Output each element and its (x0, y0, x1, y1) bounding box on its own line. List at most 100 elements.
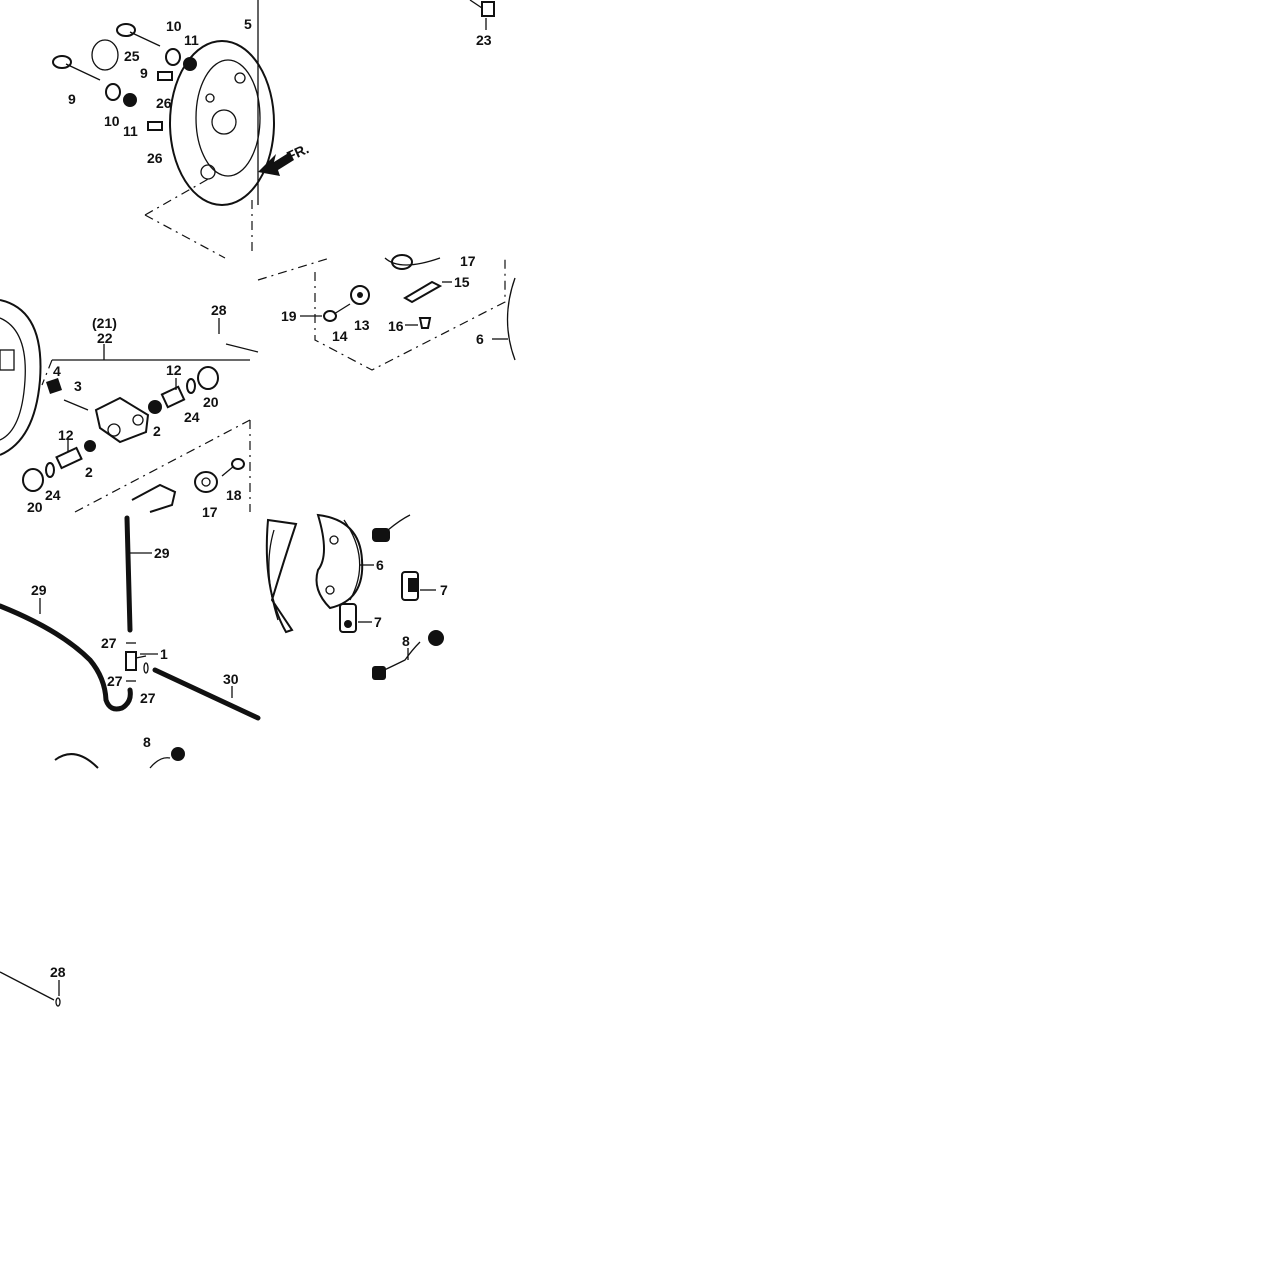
ring-24-right (186, 378, 196, 394)
pin-28-bottom-group (0, 971, 61, 1007)
spring-12-left (55, 446, 83, 470)
callout-21: (21) (92, 315, 117, 331)
bolt-23 (481, 1, 495, 17)
callout-19: 19 (281, 308, 297, 324)
callout-8a: 8 (402, 633, 410, 649)
callout-9b: 9 (140, 65, 148, 81)
callout-2a: 2 (153, 423, 161, 439)
spring-8-lower (149, 747, 185, 769)
bleeder-3 (63, 399, 89, 411)
callout-10b: 10 (104, 113, 120, 129)
retainer-7-left (339, 603, 357, 633)
callout-5: 5 (244, 16, 252, 32)
callout-13: 13 (354, 317, 370, 333)
adjuster-wheel-13 (350, 285, 370, 305)
shoe-partial (54, 753, 99, 769)
callout-22: 22 (97, 330, 113, 346)
callout-7a: 7 (440, 582, 448, 598)
brake-shoe-right (315, 513, 364, 610)
dust-cap-4 (46, 378, 62, 394)
callout-18: 18 (226, 487, 242, 503)
callout-26b: 26 (147, 150, 163, 166)
bolt-18 (221, 458, 245, 477)
callout-6a: 6 (476, 331, 484, 347)
spring-8-coil (372, 630, 444, 680)
callout-27b: 27 (107, 673, 123, 689)
callout-11a: 11 (184, 32, 199, 48)
callout-24b: 24 (45, 487, 61, 503)
callout-6b: 6 (376, 557, 384, 573)
callout-20a: 20 (203, 394, 219, 410)
spring-8-upper (372, 514, 411, 542)
callout-23: 23 (476, 32, 492, 48)
ring-24-left (45, 462, 55, 478)
callout-10a: 10 (166, 18, 182, 34)
cap-11-bottom (123, 93, 137, 107)
callout-7b: 7 (374, 614, 382, 630)
callout-8b: 8 (143, 734, 151, 750)
bleeder-26-top (157, 71, 173, 81)
front-direction-arrow (258, 152, 294, 176)
brake-pipe-30 (152, 667, 261, 721)
callout-26a: 26 (156, 95, 172, 111)
callout-27a: 27 (101, 635, 117, 651)
o-ring-25 (91, 39, 119, 71)
retainer-7-right (401, 571, 419, 601)
bracket (131, 483, 177, 513)
backing-plate-inner (195, 59, 261, 177)
nut-17 (194, 471, 218, 493)
wheel-cylinder-group (0, 299, 259, 513)
washer-10-bottom (105, 83, 121, 101)
callout-1: 1 (160, 646, 168, 662)
callout-17b: 17 (202, 504, 218, 520)
brake-pipe-29-vertical (124, 515, 133, 633)
callout-4: 4 (53, 363, 61, 379)
lever-15 (403, 280, 443, 304)
callout-29b: 29 (31, 582, 47, 598)
pin-28-top (225, 343, 259, 353)
callout-27c: 27 (140, 690, 156, 706)
drum-edge-6 (506, 277, 516, 361)
bolt-9-right (116, 23, 161, 47)
callout-28b: 28 (50, 964, 66, 980)
brake-shoe-group (265, 513, 444, 680)
wheel-cylinder-body (94, 396, 150, 444)
callout-24a: 24 (184, 409, 200, 425)
clip-27-right (143, 662, 149, 674)
boot-20-left (22, 468, 44, 492)
callout-12b: 12 (58, 427, 74, 443)
washer-10-top (165, 48, 181, 66)
callout-28a: 28 (211, 302, 227, 318)
callout-3: 3 (74, 378, 82, 394)
backing-plate-group (52, 0, 294, 259)
callout-30: 30 (223, 671, 239, 687)
adjuster-group (257, 0, 516, 371)
callout-2b: 2 (85, 464, 93, 480)
brake-hose-29 (0, 603, 133, 712)
callout-20b: 20 (27, 499, 43, 515)
tee-fitting-1 (125, 651, 147, 671)
callout-17a: 17 (460, 253, 476, 269)
callout-11b: 11 (123, 123, 138, 139)
adjuster-screw-14 (323, 303, 351, 322)
callout-16: 16 (388, 318, 404, 334)
bolt-9-left (52, 55, 101, 81)
cap-11-top (183, 57, 197, 71)
brake-line-group (0, 515, 261, 769)
cup-2-left (84, 440, 96, 452)
callout-25: 25 (124, 48, 140, 64)
callout-9a: 9 (68, 91, 76, 107)
pin-28-bottom (0, 971, 55, 1001)
callout-14: 14 (332, 328, 348, 344)
callout-12a: 12 (166, 362, 182, 378)
brake-shoe-left (265, 518, 298, 634)
direction-label: FR. (284, 140, 311, 164)
spring-12-right (160, 385, 186, 409)
clip-16 (418, 317, 432, 329)
bleeder-26-bottom (147, 121, 163, 131)
cup-2-right (148, 400, 162, 414)
boot-20-right (197, 366, 219, 390)
callout-29a: 29 (154, 545, 170, 561)
callout-15: 15 (454, 274, 470, 290)
